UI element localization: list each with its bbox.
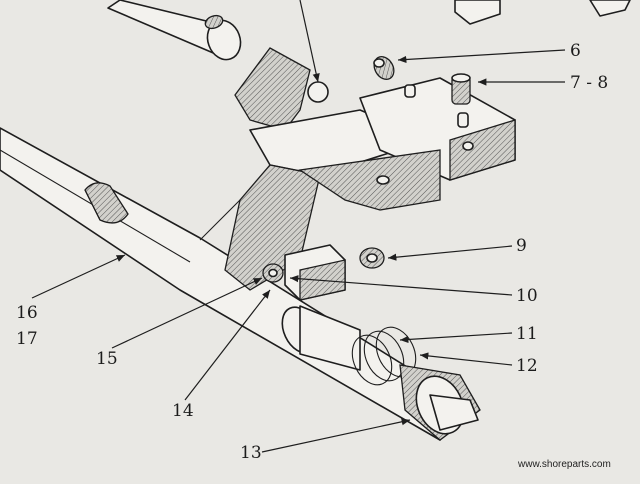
sleeve-part-11	[281, 305, 361, 371]
callout-15: 15	[96, 349, 118, 369]
upper-shaft	[107, 0, 242, 61]
leader-lines	[31, 0, 566, 453]
callout-17: 17	[16, 329, 38, 349]
callout-6: 6	[570, 41, 581, 61]
end-cap-part-13	[399, 364, 481, 441]
washer-part-14-15	[262, 263, 284, 283]
bracket-assembly	[199, 47, 431, 291]
callout-9: 9	[516, 236, 527, 256]
callout-11: 11	[516, 324, 538, 344]
callout-16: 16	[16, 303, 38, 323]
callout-7-8: 7 - 8	[570, 73, 608, 93]
nut-part-9	[359, 247, 385, 269]
callout-10: 10	[516, 286, 538, 306]
source-credit: www.shoreparts.com	[517, 459, 611, 470]
callout-13: 13	[240, 443, 262, 463]
spring-part-12	[351, 326, 417, 386]
clamp-block	[298, 77, 516, 211]
stud-part-7-8	[451, 73, 471, 105]
callout-14: 14	[172, 401, 194, 421]
collar-block-part-10	[284, 244, 346, 301]
set-screw-part-6	[373, 56, 395, 80]
upper-right-block	[454, 0, 631, 25]
callout-12: 12	[516, 356, 538, 376]
